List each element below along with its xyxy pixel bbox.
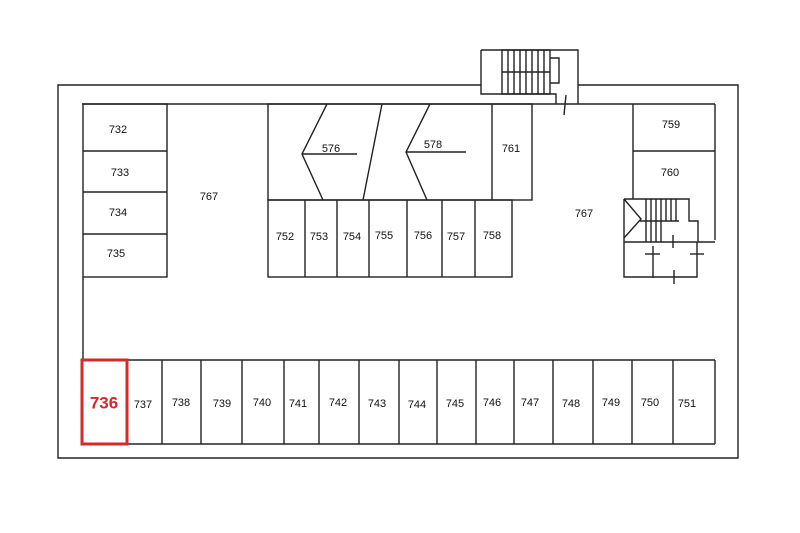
room-744[interactable]: 744 <box>408 399 426 411</box>
room-754[interactable]: 754 <box>343 231 361 243</box>
room-760[interactable]: 760 <box>661 167 679 179</box>
highlighted-room-736[interactable] <box>80 358 129 446</box>
room-737[interactable]: 737 <box>134 399 152 411</box>
room-746[interactable]: 746 <box>483 397 501 409</box>
room-740[interactable]: 740 <box>253 397 271 409</box>
room-761[interactable]: 761 <box>502 143 520 155</box>
middle-block <box>267 103 533 278</box>
room-741[interactable]: 741 <box>289 398 307 410</box>
room-767-left[interactable]: 767 <box>200 191 218 203</box>
outer-wall <box>57 84 739 459</box>
room-734[interactable]: 734 <box>109 207 127 219</box>
room-748[interactable]: 748 <box>562 398 580 410</box>
room-742[interactable]: 742 <box>329 397 347 409</box>
room-757[interactable]: 757 <box>447 231 465 243</box>
room-749[interactable]: 749 <box>602 397 620 409</box>
top-staircase-icon <box>480 49 579 116</box>
highlighted-room-label: 736 <box>90 393 118 412</box>
right-staircase-icon <box>623 198 715 284</box>
room-743[interactable]: 743 <box>368 398 386 410</box>
room-752[interactable]: 752 <box>276 231 294 243</box>
room-747[interactable]: 747 <box>521 397 539 409</box>
bottom-room-row <box>82 359 716 445</box>
room-735[interactable]: 735 <box>107 248 125 260</box>
room-759[interactable]: 759 <box>662 119 680 131</box>
room-733[interactable]: 733 <box>111 167 129 179</box>
room-750[interactable]: 750 <box>641 397 659 409</box>
room-753[interactable]: 753 <box>310 231 328 243</box>
room-732[interactable]: 732 <box>109 124 127 136</box>
room-578[interactable]: 578 <box>424 139 442 151</box>
room-756[interactable]: 756 <box>414 230 432 242</box>
room-751[interactable]: 751 <box>678 398 696 410</box>
right-room-column <box>632 104 715 199</box>
room-576[interactable]: 576 <box>322 143 340 155</box>
room-745[interactable]: 745 <box>446 398 464 410</box>
room-739[interactable]: 739 <box>213 398 231 410</box>
left-room-column <box>82 103 168 360</box>
room-767-right[interactable]: 767 <box>575 208 593 220</box>
room-758[interactable]: 758 <box>483 230 501 242</box>
room-738[interactable]: 738 <box>172 397 190 409</box>
room-755[interactable]: 755 <box>375 230 393 242</box>
